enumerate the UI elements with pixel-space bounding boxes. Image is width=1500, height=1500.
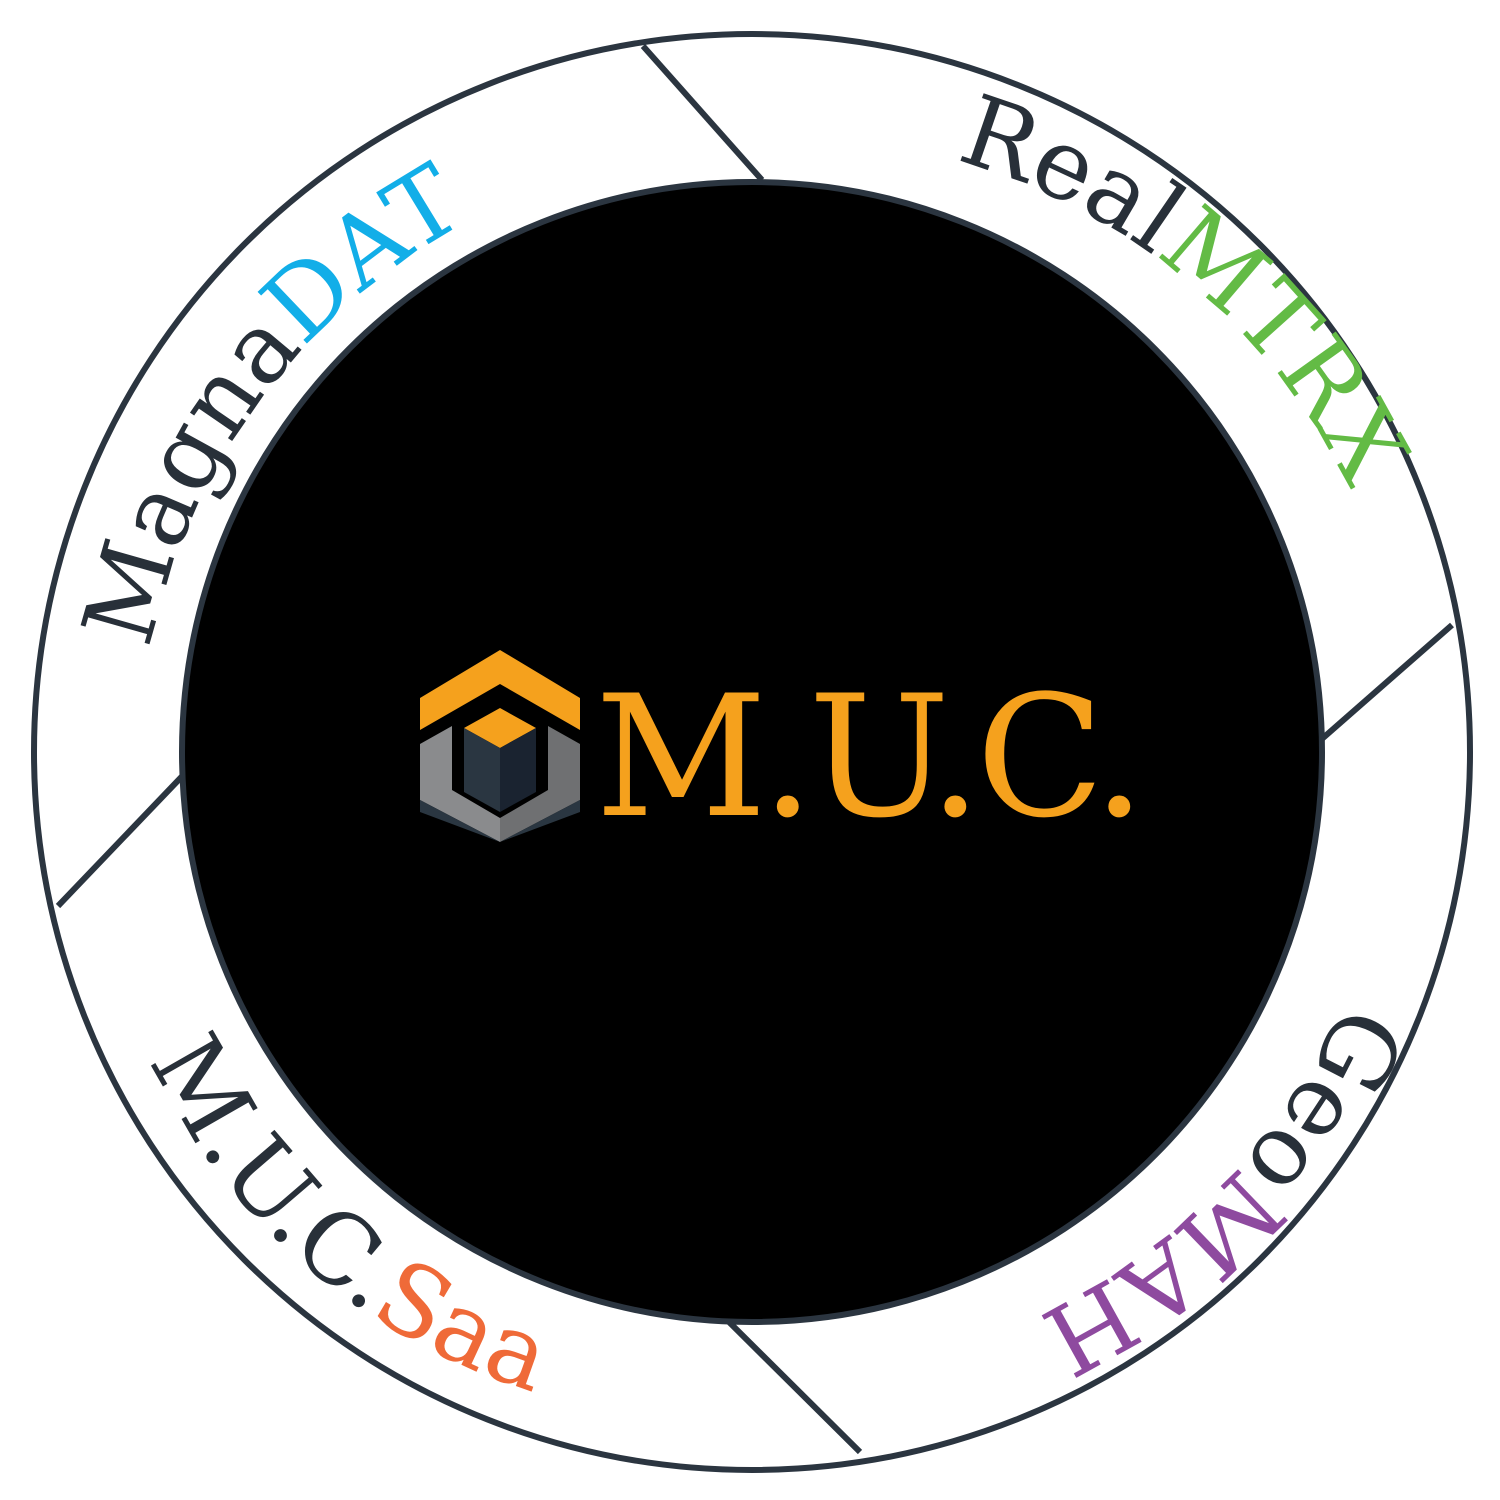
divider-bottom [722,1315,863,1455]
center-logo-text: M.U.C. [595,659,1140,855]
hexagon-cube-icon [420,650,580,842]
divider-top [640,44,765,182]
divider-right [1313,622,1454,748]
center-disc [179,179,1325,1325]
divider-left [55,765,193,909]
